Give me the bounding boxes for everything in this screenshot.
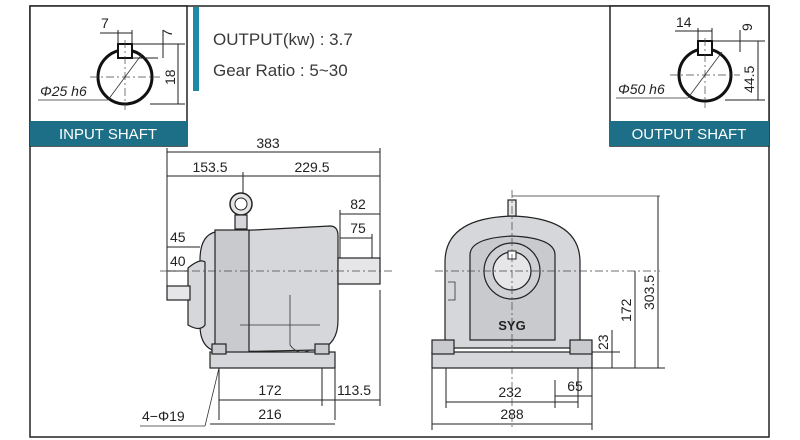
input-shaft-banner — [30, 121, 187, 146]
side-output-key-length: 75 — [350, 220, 366, 236]
output-key-depth: 9 — [739, 23, 755, 31]
front-foot — [431, 351, 593, 369]
input-key-depth: 7 — [159, 29, 175, 37]
side-view: 383 153.5 229.5 82 75 45 40 — [140, 135, 395, 427]
side-left-length: 153.5 — [192, 159, 227, 175]
input-shaft-diameter: Φ25 h6 — [40, 83, 87, 99]
side-bolt-holes: 4−Φ19 — [142, 408, 185, 424]
front-shaft-center-height: 172 — [618, 298, 634, 322]
side-right-length: 229.5 — [294, 159, 329, 175]
front-brand: SYG — [498, 318, 525, 333]
output-shaft-title: OUTPUT SHAFT — [632, 126, 747, 143]
input-shaft-title: INPUT SHAFT — [59, 126, 157, 143]
output-shaft-diameter: Φ50 h6 — [618, 81, 665, 97]
front-view: SYG 303.5 172 23 232 65 288 — [431, 190, 665, 430]
front-foot-edge: 65 — [567, 378, 583, 394]
side-overall-length: 383 — [256, 135, 280, 151]
input-shaft — [166, 285, 191, 301]
input-shaft-panel: INPUT SHAFT 7 7 18 Φ25 h6 — [29, 5, 188, 147]
input-key-width: 7 — [101, 15, 109, 31]
side-foot-to-end: 113.5 — [337, 382, 371, 398]
side-input-shaft-length: 45 — [170, 229, 186, 245]
front-foot-width: 288 — [500, 406, 524, 422]
side-foot — [209, 351, 336, 369]
side-foot-length: 216 — [258, 406, 282, 422]
front-overall-height: 303.5 — [641, 275, 657, 310]
output-shaft-panel: OUTPUT SHAFT 14 9 44.5 Φ50 h6 — [609, 5, 770, 147]
output-shaft-height: 44.5 — [741, 66, 757, 93]
side-foot-hole-spacing: 172 — [258, 382, 282, 398]
output-power-spec: OUTPUT(kw) : 3.7 — [213, 30, 353, 49]
side-input-key-length: 40 — [170, 253, 186, 269]
output-key-width: 14 — [676, 14, 692, 30]
gear-ratio-spec: Gear Ratio : 5~30 — [213, 61, 348, 80]
front-foot-thickness: 23 — [595, 334, 611, 350]
side-output-shaft-length: 82 — [350, 196, 366, 212]
front-foot-hole-spacing: 232 — [498, 384, 522, 400]
accent-bar — [193, 7, 199, 91]
output-shaft-banner — [610, 121, 769, 146]
input-shaft-height: 18 — [162, 69, 178, 85]
drawing-frame — [29, 5, 770, 438]
